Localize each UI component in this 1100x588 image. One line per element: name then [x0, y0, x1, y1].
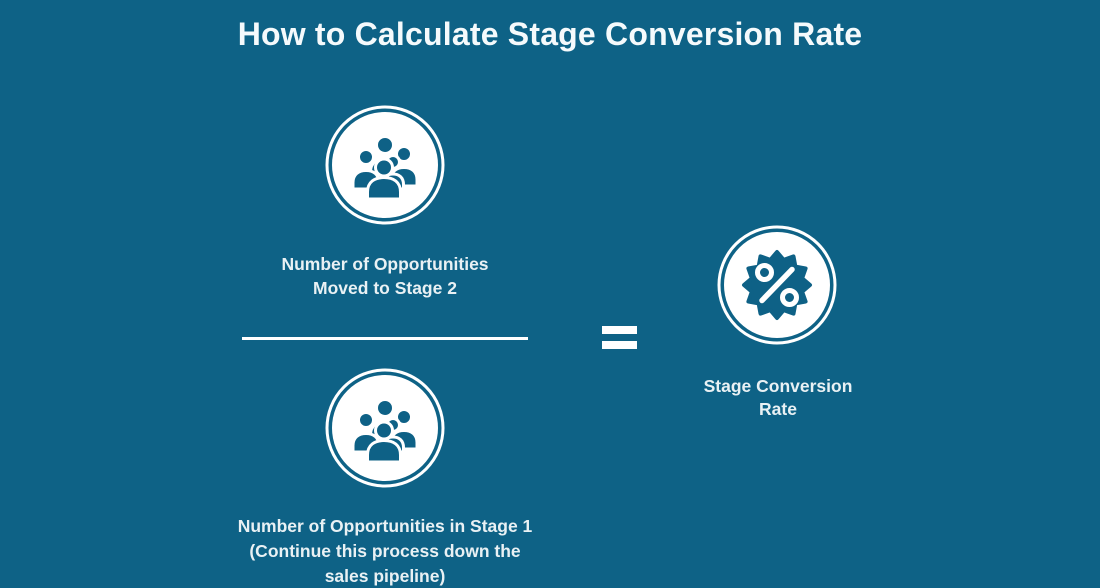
numerator-icon-circle: [325, 105, 445, 225]
denominator-icon-circle: [325, 368, 445, 488]
group-of-people-icon: [325, 105, 445, 225]
result-icon-circle: [717, 225, 837, 345]
result-label: Stage Conversion Rate: [703, 376, 853, 419]
page-title: How to Calculate Stage Conversion Rate: [237, 16, 863, 52]
group-of-people-icon: [325, 368, 445, 488]
percent-badge-icon: [717, 225, 837, 345]
numerator-label: Number of Opportunities Moved to Stage 2: [281, 254, 489, 298]
fraction-bar: [242, 337, 528, 340]
equals-top-bar: [602, 326, 637, 334]
denominator-label: Number of Opportunities in Stage 1 (Cont…: [237, 516, 533, 586]
equals-bottom-bar: [602, 341, 637, 349]
equals-sign: [602, 326, 637, 349]
